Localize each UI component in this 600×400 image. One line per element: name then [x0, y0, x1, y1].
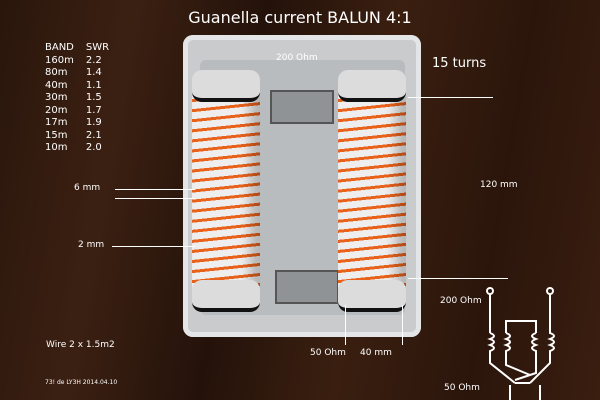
label-bottom-50-ohm: 50 Ohm — [310, 348, 346, 358]
swr-value: 1.5 — [85, 92, 102, 103]
band-value: 17m — [45, 117, 68, 128]
label-120mm: 120 mm — [480, 180, 518, 190]
swr-row: 160m 2.2 — [45, 55, 121, 68]
terminal-right — [546, 287, 554, 295]
label-40mm: 40 mm — [360, 348, 392, 358]
swr-value: 1.7 — [85, 104, 102, 116]
label-schematic-50-ohm: 50 Ohm — [444, 383, 480, 393]
swr-row: 15m 2.1 — [45, 130, 121, 143]
swr-value: 1.4 — [85, 67, 102, 78]
width-left-line — [345, 305, 346, 345]
band-value: 80m — [45, 67, 68, 78]
band-value: 10m — [45, 142, 68, 153]
right-coil — [338, 72, 406, 304]
band-value: 30m — [45, 92, 68, 103]
swr-row: 10m 2.0 — [45, 142, 121, 155]
header-band: BAND — [45, 42, 74, 53]
top-terminal-block — [270, 90, 334, 124]
label-6mm: 6 mm — [74, 183, 101, 193]
left-coil-top — [192, 70, 260, 102]
6mm-pointer-1 — [115, 189, 195, 190]
width-right-line — [402, 305, 403, 345]
credit: 73! de LY3H 2014.04.10 — [45, 379, 118, 386]
terminal-left — [486, 287, 494, 295]
label-top-200-ohm: 200 Ohm — [276, 53, 318, 63]
band-value: 160m — [45, 54, 74, 66]
2mm-pointer — [112, 246, 195, 247]
turns-pointer — [408, 97, 493, 98]
title: Guanella current BALUN 4:1 — [188, 8, 412, 27]
6mm-pointer-2 — [115, 198, 195, 199]
balun-schematic — [486, 287, 555, 400]
header-swr: SWR — [85, 42, 110, 53]
label-schematic-200-ohm: 200 Ohm — [440, 296, 482, 306]
band-value: 40m — [45, 79, 68, 91]
left-coil — [192, 72, 260, 304]
swr-row: 40m 1.1 — [45, 80, 121, 93]
swr-row: 30m 1.5 — [45, 92, 121, 105]
bottom-terminal-block — [275, 270, 339, 304]
right-coil-bottom — [338, 280, 406, 312]
right-coil-top — [338, 70, 406, 102]
swr-row: 80m 1.4 — [45, 67, 121, 80]
swr-value: 2.0 — [85, 142, 102, 153]
length-pointer — [408, 278, 508, 279]
swr-row: 17m 1.9 — [45, 117, 121, 130]
band-value: 20m — [45, 104, 68, 116]
swr-value: 2.1 — [85, 129, 102, 141]
left-coil-bottom — [192, 280, 260, 312]
swr-value: 1.1 — [85, 79, 102, 91]
band-value: 15m — [45, 129, 68, 141]
label-wire: Wire 2 x 1.5m2 — [46, 340, 115, 350]
label-turns: 15 turns — [432, 56, 487, 71]
label-2mm: 2 mm — [78, 240, 105, 250]
swr-value: 2.2 — [85, 54, 102, 66]
swr-row: 20m 1.7 — [45, 105, 121, 118]
swr-value: 1.9 — [85, 117, 102, 128]
